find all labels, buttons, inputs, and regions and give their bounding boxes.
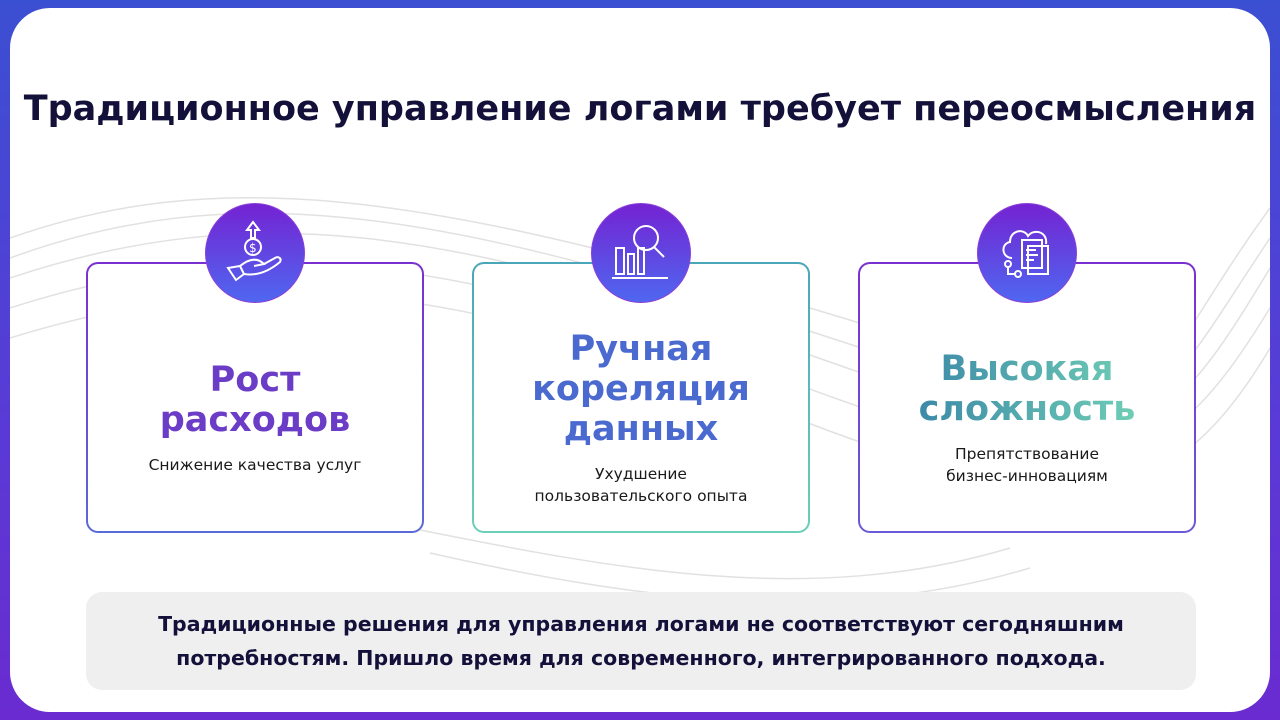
page-title: Традиционное управление логами требует п… [23, 89, 1257, 129]
svg-text:$: $ [249, 241, 257, 255]
card-heading-line: кореляция [532, 368, 750, 409]
hand-dollar-icon: $ [205, 203, 305, 303]
card-subtitle: бизнес-инновациям [946, 466, 1108, 485]
card-heading-line: Высокая [940, 348, 1114, 389]
conclusion-note: Традиционные решения для управления лога… [86, 592, 1196, 690]
card-heading-line: Ручная [569, 328, 713, 369]
card-heading-line: расходов [159, 399, 351, 440]
card-subtitle: пользовательского опыта [534, 486, 748, 505]
slide-panel: Традиционное управление логами требует п… [10, 8, 1270, 712]
card-heading-line: сложность [918, 388, 1136, 429]
card-heading-line: Рост [209, 359, 301, 400]
cloud-documents-icon [977, 203, 1077, 303]
card-heading-line: данных [563, 408, 719, 449]
card-subtitle: Ухудшение [595, 464, 687, 483]
card-subtitle: Препятствование [954, 444, 1100, 463]
card-subtitle: Снижение качества услуг [148, 455, 362, 474]
chart-search-icon [591, 203, 691, 303]
